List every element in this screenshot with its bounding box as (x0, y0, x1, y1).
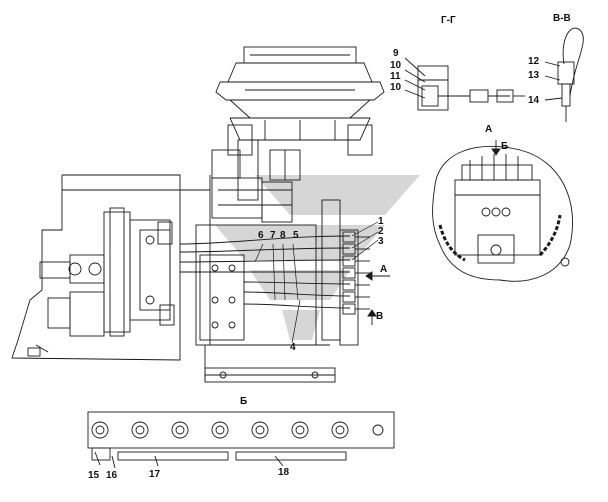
top-flange-assembly (215, 46, 385, 156)
callout-6: 6 (258, 230, 264, 241)
callout-14: 14 (528, 95, 540, 106)
view-b (87, 411, 395, 469)
view-arrow-v (367, 309, 377, 325)
arrow-v-letter: В (376, 311, 384, 322)
callout-4: 4 (290, 342, 296, 353)
central-column (211, 139, 301, 223)
callout-13: 13 (528, 70, 540, 81)
callout-10-lower: 10 (390, 82, 402, 93)
callout-15: 15 (88, 470, 100, 481)
valve-block (195, 199, 359, 346)
view-b-title: Б (240, 396, 248, 407)
leader-lines (254, 221, 379, 344)
callout-5: 5 (293, 230, 299, 241)
callout-9: 9 (393, 48, 399, 59)
callout-7: 7 (270, 230, 276, 241)
section-vv (544, 27, 584, 122)
callout-11: 11 (390, 71, 401, 82)
section-gg-title: Г-Г (441, 15, 456, 26)
section-gg (404, 57, 525, 111)
view-a-title: А (485, 124, 493, 135)
callout-10-upper: 10 (390, 60, 402, 71)
fitting-column (342, 231, 370, 315)
callout-18: 18 (278, 467, 290, 478)
arrow-b-letter: Б (501, 141, 509, 152)
callout-2: 2 (378, 226, 384, 237)
arrow-a-letter: А (380, 264, 388, 275)
hose-bundle (179, 235, 351, 309)
view-arrow-a (365, 271, 390, 281)
left-pump-unit (27, 207, 175, 357)
callout-1: 1 (378, 216, 384, 227)
section-vv-title: В-В (553, 13, 571, 24)
callout-17: 17 (149, 469, 161, 480)
callout-12: 12 (528, 56, 540, 67)
callout-3: 3 (378, 236, 384, 247)
callout-8: 8 (280, 230, 286, 241)
view-a (432, 140, 573, 282)
callout-16: 16 (106, 470, 118, 481)
